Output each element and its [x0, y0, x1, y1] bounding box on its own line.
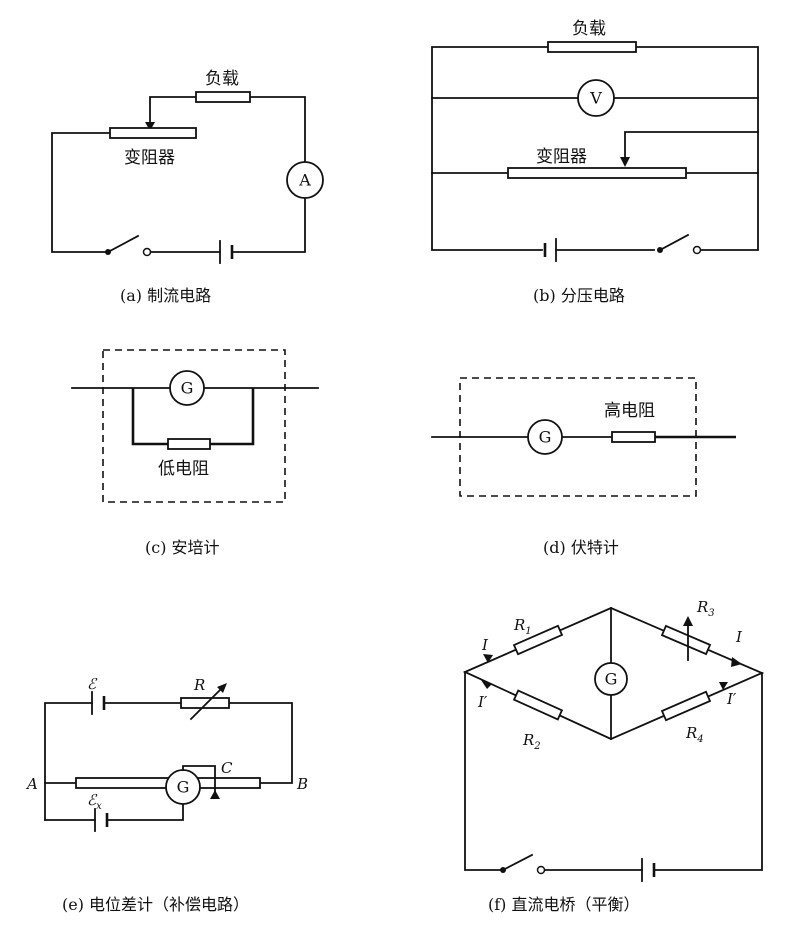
circuit-f: G R1 R2 R3 R4 I I I′ I′ (f) 直流电桥（平衡） [462, 598, 765, 914]
current-arrow-Ip-right [719, 682, 728, 690]
caption-c: (c) 安培计 [145, 538, 220, 557]
wire-f-bottom-right [653, 672, 763, 871]
load-resistor-b [547, 41, 637, 53]
wire-e-tap [182, 765, 216, 797]
wire-b-slider [624, 131, 759, 161]
voltmeter-b [577, 79, 615, 117]
I-label-left-f: I [481, 636, 489, 654]
circuit-e: G ℰ R A B C ℰx (e) 电位差计（补偿电路） [25, 675, 308, 914]
galvanometer-c-label: G [181, 379, 194, 398]
wire-a-top [195, 96, 306, 163]
wire-c-shunt-right [210, 388, 255, 446]
resistor-R2-f [512, 689, 564, 721]
circuit-b: V 负载 变阻器 (b) 分压电路 [431, 19, 759, 305]
wire-a-right [231, 197, 306, 253]
resistor-label-d: 高电阻 [604, 401, 655, 421]
C-label-e: C [221, 759, 233, 777]
R2-sub-f: 2 [533, 741, 540, 752]
wire-a-left [51, 132, 111, 253]
B-label-e: B [296, 775, 308, 793]
variable-arrow-head-e [217, 683, 227, 693]
slider-arrow-b [620, 157, 630, 167]
galvanometer-d [527, 419, 563, 455]
R4-sub-f: 4 [696, 734, 703, 745]
rheostat-label-b: 变阻器 [536, 147, 587, 167]
emf-x-label-e: ℰx [87, 791, 102, 812]
R2-label-f: R2 [522, 731, 541, 752]
high-resistor-d [611, 431, 656, 443]
slider-arrow-a [145, 122, 155, 131]
wire-e-left [44, 702, 93, 821]
resistor-R1-f [512, 624, 564, 656]
caption-e: (e) 电位差计（补偿电路） [62, 895, 249, 914]
switch-f-contact [536, 865, 546, 875]
tap-arrow-e [210, 790, 220, 799]
dashed-box-c [102, 349, 286, 503]
switch-b-contact [692, 245, 702, 255]
wire-e-top-right [228, 702, 293, 784]
current-arrow-Ip-left [481, 680, 492, 689]
R1-label-f: R1 [513, 616, 532, 637]
rheostat-a [109, 127, 197, 139]
shunt-resistor-c [167, 438, 211, 450]
ammeter-a [286, 161, 324, 199]
R2-symbol-f: R [522, 731, 534, 749]
R4-label-f: R4 [685, 724, 704, 745]
R4-symbol-f: R [685, 724, 697, 742]
rheostat-label-a: 变阻器 [124, 148, 175, 168]
switch-a-contact [142, 247, 152, 257]
resistor-label-c: 低电阻 [158, 459, 209, 479]
switch-a-blade [106, 234, 140, 254]
emf-x-sub-e: x [96, 801, 102, 812]
galvanometer-c [169, 370, 205, 406]
R3-symbol-f: R [696, 598, 708, 616]
R3-sub-f: 3 [708, 608, 714, 619]
current-arrow-I-left [483, 654, 493, 663]
ammeter-a-label: A [298, 171, 311, 190]
switch-b-blade [658, 233, 690, 252]
wire-b-bottom-right [699, 172, 759, 251]
rheostat-b [507, 167, 687, 179]
I-label-right-f: I [735, 628, 743, 646]
load-label-a: 负载 [205, 69, 239, 89]
caption-b: (b) 分压电路 [533, 286, 625, 305]
wire-a-slider [149, 96, 197, 126]
wire-b-bottom-left [431, 172, 543, 251]
wire-e-bottom-right [106, 803, 184, 821]
R-label-e: R [193, 676, 205, 694]
variable-arrow-line-e [189, 686, 224, 721]
caption-f: (f) 直流电桥（平衡） [488, 895, 640, 914]
R1-sub-f: 1 [525, 626, 531, 637]
Ip-label-left-f: I′ [477, 693, 488, 711]
emf-x-symbol-e: ℰ [87, 791, 98, 809]
Ip-label-right-f: I′ [726, 690, 737, 708]
emf-label-e: ℰ [87, 675, 98, 693]
wire-f-bottom-left [464, 671, 504, 871]
galvanometer-d-label: G [539, 428, 552, 447]
switch-f-blade [501, 853, 534, 872]
circuit-d: G 高电阻 (d) 伏特计 [431, 377, 736, 557]
galvanometer-f-label: G [605, 670, 618, 689]
A-label-e: A [25, 775, 38, 793]
current-arrow-I-right [731, 657, 742, 667]
resistor-R4-f [660, 690, 712, 722]
galvanometer-f [594, 662, 628, 696]
load-resistor-a [195, 91, 251, 103]
emf-symbol-e: ℰ [87, 675, 98, 693]
R1-symbol-f: R [513, 616, 525, 634]
galvanometer-e-label: G [177, 778, 190, 797]
caption-d: (d) 伏特计 [543, 538, 619, 557]
wire-c-shunt-left [131, 388, 168, 446]
R3-label-f: R3 [696, 598, 715, 619]
circuit-c: G 低电阻 (c) 安培计 [71, 349, 319, 557]
voltmeter-b-label: V [589, 89, 602, 108]
circuit-a: A 负载 变阻器 (a) 制流电路 [51, 69, 324, 305]
resistor-R3-f [660, 624, 712, 656]
load-label-b: 负载 [572, 19, 606, 39]
resistor-R-e [180, 697, 230, 709]
variable-arrow-head-f [683, 616, 693, 626]
caption-a: (a) 制流电路 [120, 286, 211, 305]
